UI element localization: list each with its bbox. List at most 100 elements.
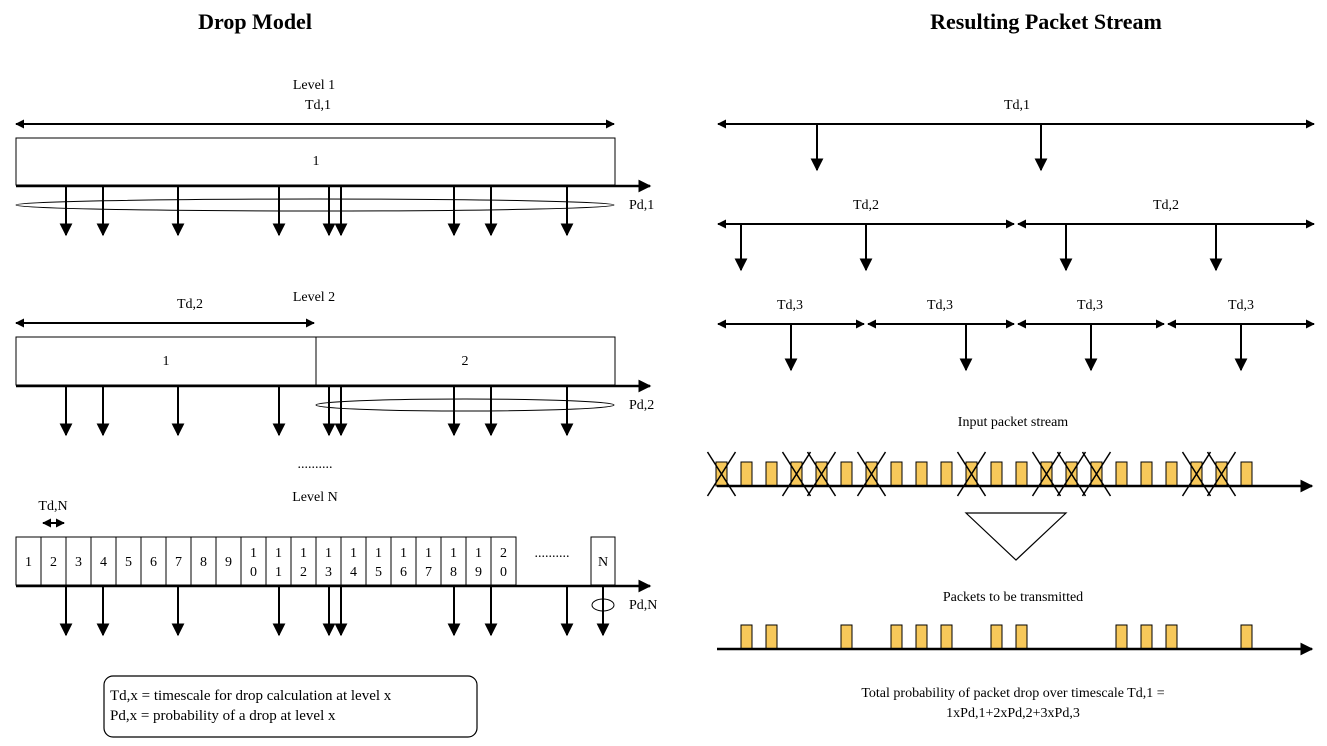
output-packet-6 [840,624,853,650]
output-packet-18 [1140,624,1153,650]
level2-drop-window [315,398,615,412]
levels-ellipsis: .......... [298,457,333,472]
levelN-label: Level N [292,490,337,505]
output-packet-stream [740,624,1253,650]
levelN-cell-18-digit-2: 8 [450,565,457,580]
total-probability-line-2: 1xPd,1+2xPd,2+3xPd,3 [946,706,1080,721]
input-packet-17 [1115,461,1128,487]
levelN-prob-label: Pd,N [629,598,657,613]
levelN-cell-13-digit-2: 3 [325,565,332,580]
levelN-cell-15-digit-1: 1 [375,546,382,561]
levelN-cell-3-label: 3 [75,555,82,570]
levelN-cell-10-digit-2: 0 [250,565,257,580]
input-packet-3 [765,461,778,487]
levelN-cell-2-label: 2 [50,555,57,570]
legend-line-2: Pd,x = probability of a drop at level x [110,708,336,724]
levelN-cell-17-digit-1: 1 [425,546,432,561]
output-packet-17 [1115,624,1128,650]
output-packet-19 [1165,624,1178,650]
levelN-drop-arrows [59,587,610,637]
input-packet-22 [1240,461,1253,487]
level2-drop-arrows [59,387,574,437]
input-packet-2 [740,461,753,487]
output-packet-13 [1015,624,1028,650]
input-packet-19 [1165,461,1178,487]
levelN-cell-11-digit-1: 1 [275,546,282,561]
td3-drop-arrows [784,325,1248,372]
input-packet-13 [1015,461,1028,487]
input-packet-9 [915,461,928,487]
output-stream-label: Packets to be transmitted [943,590,1083,605]
levelN-cell-19-digit-1: 1 [475,546,482,561]
levelN-cell-9-label: 9 [225,555,232,570]
filter-triangle [964,512,1068,561]
level1-timescale-label: Td,1 [305,98,331,113]
levelN-timescale-label: Td,N [38,499,67,514]
output-packet-9 [915,624,928,650]
levelN-last-cell-label: N [598,555,608,570]
input-packet-stream [706,451,1253,497]
levelN-cell-ellipsis: .......... [535,546,570,561]
drop-cross-20-b [1181,451,1212,497]
td2-label-1: Td,2 [853,198,879,213]
levelN-cell-12-digit-2: 2 [300,565,307,580]
levelN-cell-5-label: 5 [125,555,132,570]
input-stream-label: Input packet stream [958,415,1069,430]
input-packet-18 [1140,461,1153,487]
levelN-cell-16-digit-2: 6 [400,565,407,580]
drop-cross-11-b [956,451,987,497]
output-packet-10 [940,624,953,650]
levelN-cell-8-label: 8 [200,555,207,570]
td3-label-1: Td,3 [777,298,803,313]
level2-block-2-label: 2 [462,354,469,369]
input-packet-6 [840,461,853,487]
levelN-cell-6-label: 6 [150,555,157,570]
input-packet-12 [990,461,1003,487]
drop-cross-4-b [781,451,812,497]
drop-cross-1-b [706,451,737,497]
total-probability-line-1: Total probability of packet drop over ti… [861,686,1164,701]
drop-cross-16-b [1081,451,1112,497]
levelN-cell-20-digit-2: 0 [500,565,507,580]
td3-label-3: Td,3 [1077,298,1103,313]
left-panel-title: Drop Model [198,9,312,34]
td2-drop-arrows [734,225,1223,272]
right-panel-title: Resulting Packet Stream [930,9,1162,34]
output-packet-2 [740,624,753,650]
td3-label-4: Td,3 [1228,298,1254,313]
td1-label: Td,1 [1004,98,1030,113]
levelN-cell-14-digit-1: 1 [350,546,357,561]
input-packet-8 [890,461,903,487]
levelN-cell-10-digit-1: 1 [250,546,257,561]
drop-cross-7-b [856,451,887,497]
level2-label: Level 2 [293,290,335,305]
drop-cross-14-b [1031,451,1062,497]
levelN-cell-4-label: 4 [100,555,107,570]
levelN-cell-13-digit-1: 1 [325,546,332,561]
output-packet-12 [990,624,1003,650]
levelN-cell-14-digit-2: 4 [350,565,357,580]
output-packet-22 [1240,624,1253,650]
levelN-cell-16-digit-1: 1 [400,546,407,561]
levelN-cell-18-digit-1: 1 [450,546,457,561]
legend-line-1: Td,x = timescale for drop calculation at… [110,688,392,704]
level1-label: Level 1 [293,78,335,93]
drop-cross-15-b [1056,451,1087,497]
level1-drop-window [15,198,615,212]
legend-box [103,675,478,738]
levelN-cell-15-digit-2: 5 [375,565,382,580]
levelN-cell-11-digit-2: 1 [275,565,282,580]
levelN-cell-7-label: 7 [175,555,182,570]
drop-cross-21-b [1206,451,1237,497]
levelN-cell-17-digit-2: 7 [425,565,432,580]
drop-cross-5-b [806,451,837,497]
td1-drop-arrows [810,125,1048,172]
levelN-cell-20-digit-1: 2 [500,546,507,561]
level1-prob-label: Pd,1 [629,198,654,213]
output-packet-8 [890,624,903,650]
levelN-cell-19-digit-2: 9 [475,565,482,580]
td2-label-2: Td,2 [1153,198,1179,213]
input-packet-10 [940,461,953,487]
